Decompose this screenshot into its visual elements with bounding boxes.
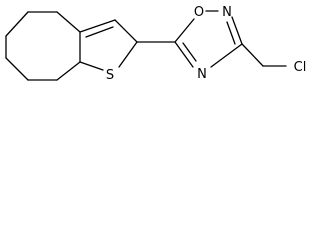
nitrogen-atom-label-n4: N: [197, 67, 207, 82]
cyclohexene-ring: [5, 11, 81, 81]
bond-n2-c3-inner: [226, 21, 236, 45]
thiophene-ring: S: [79, 19, 138, 83]
bond-c2-s: [118, 41, 138, 68]
chloromethyl-group: Cl: [241, 43, 307, 75]
bond-c5-c6: [5, 11, 29, 37]
bond-s-c7a: [79, 61, 104, 71]
bond-c3a-c3-inner: [85, 26, 114, 38]
sulfur-atom-label: S: [106, 68, 114, 83]
molecule-structure: S O N N Cl: [5, 5, 307, 83]
chlorine-atom-label: Cl: [294, 60, 307, 75]
oxygen-atom-label: O: [194, 5, 204, 20]
oxadiazole-ring: O N N: [174, 5, 243, 82]
bond-n2-c3-double: [231, 16, 243, 45]
bond-c3-ch2: [241, 43, 264, 67]
bond-c3-n4: [210, 43, 243, 68]
bond-c3a-c4: [56, 11, 81, 33]
bond-c7a-ring: [56, 61, 81, 81]
bond-c3-c2: [114, 19, 138, 43]
bond-n4-c5-double: [174, 41, 194, 68]
bond-c7-c8: [5, 57, 29, 81]
bond-c3a-c3-double: [79, 19, 116, 33]
bond-n4-c5-inner: [182, 42, 197, 62]
bond-c5-o1: [174, 18, 195, 43]
nitrogen-atom-label-n2: N: [222, 5, 232, 20]
